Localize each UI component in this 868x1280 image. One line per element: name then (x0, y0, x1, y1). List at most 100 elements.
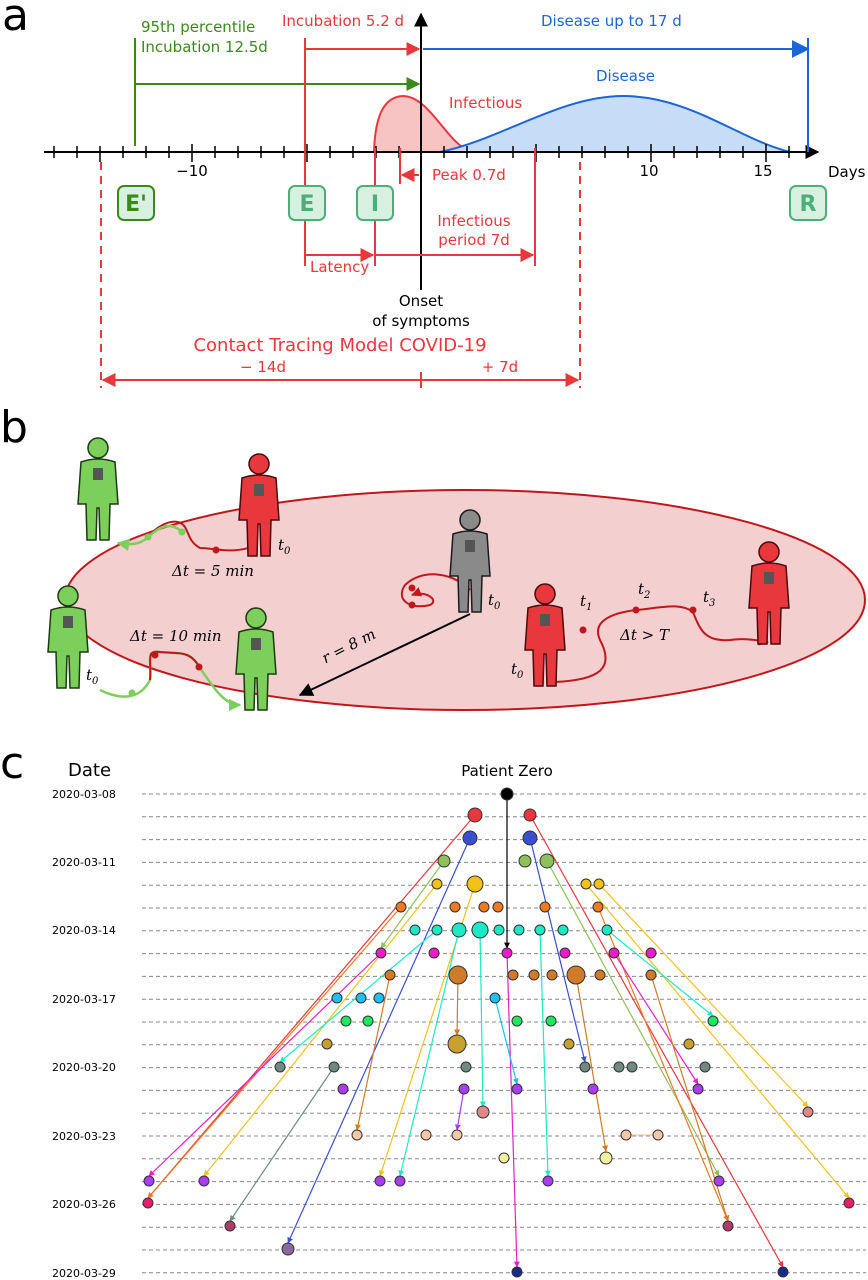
transmission-node (601, 924, 613, 936)
state-box-r: R (789, 185, 827, 221)
svg-text:I: I (371, 192, 379, 217)
trajectory-point (128, 689, 136, 697)
latency-label: Latency (310, 258, 369, 276)
trajectory-point (195, 663, 203, 671)
transmission-node (478, 901, 490, 913)
transmission-node (501, 947, 513, 959)
phone-icon (465, 540, 475, 552)
date-labels: 2020-03-08 2020-03-11 2020-03-14 2020-03… (52, 788, 116, 1280)
transmission-node (579, 1061, 591, 1073)
transmission-node (592, 901, 604, 913)
dt10-label: Δt = 10 min (129, 627, 222, 645)
transmission-node (466, 875, 484, 893)
transmission-node (395, 901, 407, 913)
trajectory-point (144, 533, 152, 541)
trajectory-point (579, 626, 587, 634)
state-box-e: E (288, 185, 326, 221)
onset-label-2: of symptoms (372, 312, 470, 330)
transmission-node (699, 1061, 711, 1073)
minus14-label: − 14d (240, 358, 286, 376)
transmission-node (566, 965, 586, 985)
t0-label: t0 (488, 591, 501, 612)
trajectory-point (151, 651, 159, 659)
transmission-edge (355, 974, 391, 1131)
transmission-node (375, 947, 387, 959)
phone-icon (540, 614, 550, 626)
panel-a: a −10 10 15 Days Ons (2, 0, 866, 388)
axis-label-days: Days (828, 163, 866, 181)
transmission-node (460, 1061, 472, 1073)
transmission-node (451, 1129, 463, 1141)
percentile-label-2: Incubation 12.5d (141, 38, 268, 56)
transmission-node (534, 924, 546, 936)
transmission-node (489, 992, 501, 1004)
transmission-edge (398, 929, 460, 1177)
transmission-node (557, 924, 569, 936)
transmission-edge (585, 883, 850, 1199)
transmission-edge (598, 883, 809, 1108)
transmission-node (511, 1266, 523, 1278)
phone-icon (93, 468, 103, 480)
transmission-node (451, 922, 467, 938)
tick-label-minus10: −10 (176, 162, 208, 180)
transmission-node (447, 1034, 467, 1054)
transmission-node (281, 1242, 295, 1256)
transmission-node (476, 1105, 490, 1119)
transmission-node (587, 1083, 599, 1095)
transmission-node (362, 1015, 374, 1027)
person-healthy-top-left (77, 437, 119, 541)
transmission-edge (575, 974, 609, 1152)
transmission-edge (539, 929, 551, 1177)
trajectory-point (178, 528, 186, 536)
transmission-nodes (142, 787, 855, 1278)
transmission-node (462, 830, 478, 846)
transmission-node (518, 854, 532, 868)
transmission-edges (147, 794, 850, 1268)
transmission-node (331, 992, 343, 1004)
date-label: 2020-03-20 (52, 1061, 116, 1074)
phone-icon (251, 638, 261, 650)
transmission-node (594, 969, 606, 981)
peak-label: Peak 0.7d (432, 166, 506, 184)
tick-label-10: 10 (639, 162, 658, 180)
transmission-node (431, 878, 443, 890)
transmission-node (500, 787, 514, 801)
transmission-edge (506, 952, 520, 1268)
transmission-node (511, 1083, 523, 1095)
transmission-node (224, 1220, 236, 1232)
transmission-node (394, 1175, 406, 1187)
transmission-node (493, 924, 505, 936)
transmission-node (437, 854, 451, 868)
percentile-label-1: 95th percentile (141, 18, 255, 36)
date-label: 2020-03-11 (52, 856, 116, 869)
trajectory-right (554, 605, 769, 683)
transmission-node (777, 1266, 789, 1278)
transmission-node (645, 947, 657, 959)
svg-text:R: R (800, 192, 817, 217)
transmission-node (559, 947, 571, 959)
transmission-node (337, 1083, 349, 1095)
t0-label: t0 (86, 666, 99, 687)
transmission-node (542, 1175, 554, 1187)
t0-label: t0 (278, 536, 291, 557)
date-label: 2020-03-17 (52, 993, 116, 1006)
transmission-edge (229, 1066, 335, 1222)
transmission-node (351, 1129, 363, 1141)
panel-a-letter: a (2, 0, 29, 41)
dtT-label: Δt > T (619, 626, 670, 644)
trajectory-point (689, 606, 697, 614)
panel-c-letter: c (0, 738, 24, 789)
transmission-node (522, 830, 538, 846)
transmission-node (528, 969, 540, 981)
date-header: Date (68, 760, 111, 781)
transmission-edge (454, 974, 461, 1036)
transmission-node (374, 1175, 386, 1187)
phone-icon (63, 616, 73, 628)
transmission-node (458, 1083, 470, 1095)
transmission-node (471, 921, 489, 939)
transmission-node (692, 1083, 704, 1095)
transmission-edge (454, 1088, 465, 1131)
date-label: 2020-03-26 (52, 1198, 116, 1211)
infectious-period-label-1: Infectious (437, 212, 510, 230)
